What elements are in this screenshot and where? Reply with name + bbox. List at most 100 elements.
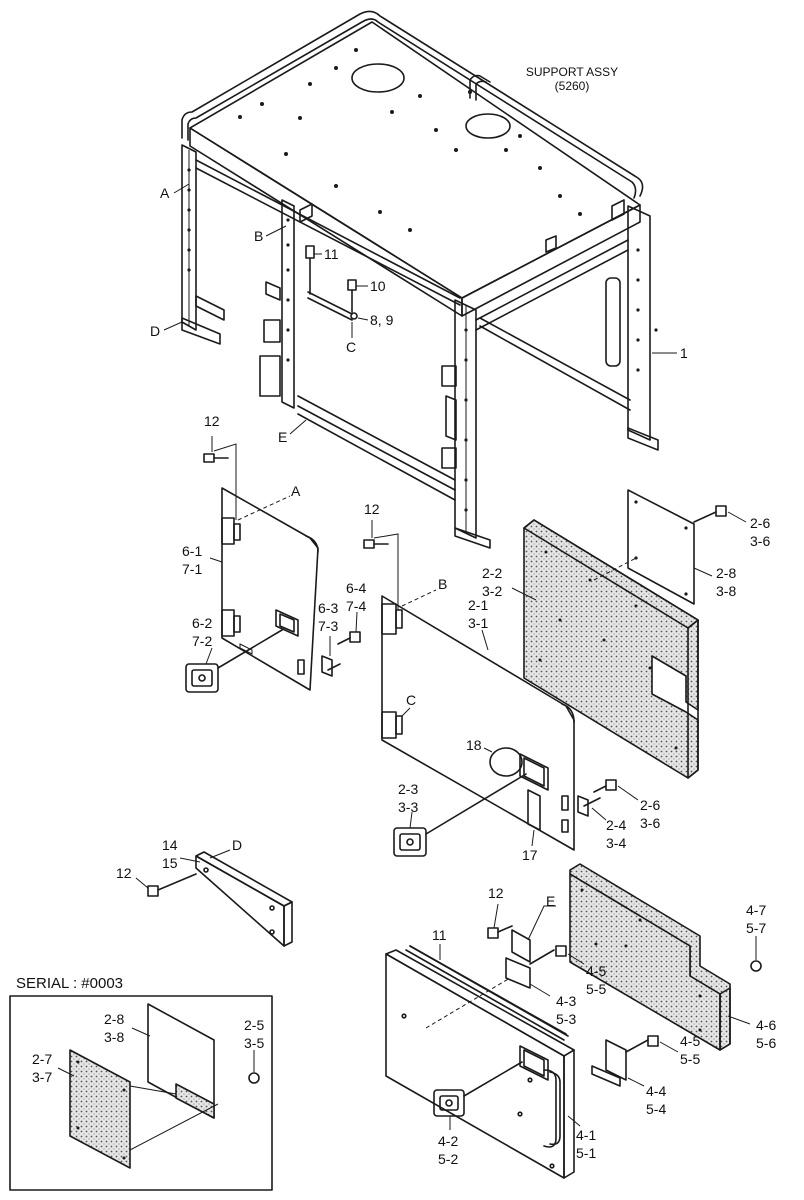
label-frame-1: 1 xyxy=(680,345,688,361)
label-17: 17 xyxy=(522,847,538,863)
label-door-C: C xyxy=(406,692,416,708)
assembly-title: SUPPORT ASSY xyxy=(526,65,618,79)
label-2-6-b: 2-6 xyxy=(640,797,660,813)
label-s-2-5: 2-5 xyxy=(244,1017,264,1033)
bracket-4-3 xyxy=(505,929,555,989)
label-2-3: 2-3 xyxy=(398,781,418,797)
screw-4-5-a xyxy=(555,945,567,957)
label-frame-E: E xyxy=(278,429,287,445)
latch-6-2 xyxy=(185,629,283,693)
catch-6-3 xyxy=(321,655,341,677)
label-s-2-7: 2-7 xyxy=(32,1051,52,1067)
label-14: 14 xyxy=(162,837,178,853)
nut-4-7 xyxy=(750,960,762,972)
label-4-4: 4-4 xyxy=(646,1083,666,1099)
foam-pad-2-2 xyxy=(523,519,699,779)
door-panel-4-1 xyxy=(385,945,575,1179)
label-4-3: 4-3 xyxy=(556,993,576,1009)
label-12-a: 12 xyxy=(204,413,220,429)
label-4-2: 4-2 xyxy=(438,1133,458,1149)
label-5-6: 5-6 xyxy=(756,1035,776,1051)
bolt-12-b xyxy=(363,520,399,610)
label-7-4: 7-4 xyxy=(346,598,366,614)
label-3-3: 3-3 xyxy=(398,799,418,815)
bracket-4-4 xyxy=(591,1039,649,1087)
catch-2-4 xyxy=(577,795,601,817)
serial-nut-2-5 xyxy=(248,1072,260,1084)
label-11: 11 xyxy=(432,927,447,943)
screw-2-6-a xyxy=(693,505,727,523)
label-5-1: 5-1 xyxy=(576,1145,596,1161)
latch-4-2 xyxy=(433,1061,523,1117)
screw-2-6-b xyxy=(593,779,617,793)
label-7-2: 7-2 xyxy=(192,633,212,649)
label-plate-D: D xyxy=(232,837,242,853)
support-frame xyxy=(181,10,659,549)
label-6-1: 6-1 xyxy=(182,543,202,559)
label-5-4: 5-4 xyxy=(646,1101,666,1117)
label-frame-D: D xyxy=(150,323,160,339)
label-s-2-8: 2-8 xyxy=(104,1011,124,1027)
screw-6-4 xyxy=(337,631,361,645)
serial-label: SERIAL : #0003 xyxy=(16,975,123,992)
label-4-6: 4-6 xyxy=(756,1017,776,1033)
label-frame-A: A xyxy=(160,185,170,201)
label-7-3: 7-3 xyxy=(318,618,338,634)
label-5-5-a: 5-5 xyxy=(586,981,606,997)
label-2-6-a: 2-6 xyxy=(750,515,770,531)
label-2-8: 2-8 xyxy=(716,565,736,581)
label-7-1: 7-1 xyxy=(182,561,202,577)
label-12-b: 12 xyxy=(364,501,380,517)
foam-pad-4-6 xyxy=(569,863,731,1051)
screw-4-5-b xyxy=(647,1035,659,1047)
label-s-3-5: 3-5 xyxy=(244,1035,264,1051)
label-3-6-a: 3-6 xyxy=(750,533,770,549)
label-frame-8-9: 8, 9 xyxy=(370,312,394,328)
label-6-2: 6-2 xyxy=(192,615,212,631)
label-6-4: 6-4 xyxy=(346,580,366,596)
label-5-2: 5-2 xyxy=(438,1151,458,1167)
label-s-3-8: 3-8 xyxy=(104,1029,124,1045)
label-12-c: 12 xyxy=(116,865,132,881)
door-panel-6-1 xyxy=(221,487,319,691)
label-5-7: 5-7 xyxy=(746,920,766,936)
frame-leaders xyxy=(163,183,677,435)
label-3-2: 3-2 xyxy=(482,583,502,599)
label-6-3: 6-3 xyxy=(318,600,338,616)
label-2-2: 2-2 xyxy=(482,565,502,581)
bolt-12-c xyxy=(147,873,197,897)
rod-11 xyxy=(409,945,567,1035)
serial-box xyxy=(9,995,273,1191)
label-4-1: 4-1 xyxy=(576,1127,596,1143)
label-frame-10: 10 xyxy=(370,278,386,294)
assembly-code: (5260) xyxy=(555,79,590,93)
door-panel-2-1 xyxy=(381,595,575,851)
label-12-d: 12 xyxy=(488,885,504,901)
label-15: 15 xyxy=(162,855,178,871)
plate-14 xyxy=(195,851,293,947)
label-5-5-b: 5-5 xyxy=(680,1051,700,1067)
label-frame-C: C xyxy=(346,339,356,355)
label-4-5-b: 4-5 xyxy=(680,1033,700,1049)
bolt-12-d xyxy=(487,903,513,939)
label-3-6-b: 3-6 xyxy=(640,815,660,831)
bolt-12-a xyxy=(203,436,237,520)
label-door-A: A xyxy=(291,483,301,499)
label-3-4: 3-4 xyxy=(606,835,626,851)
label-2-1: 2-1 xyxy=(468,597,488,613)
label-door-B: B xyxy=(438,576,447,592)
label-4-7: 4-7 xyxy=(746,902,766,918)
label-s-3-7: 3-7 xyxy=(32,1069,52,1085)
serial-foam-2-7 xyxy=(69,1049,131,1169)
label-frame-11: 11 xyxy=(324,246,339,262)
label-door-E: E xyxy=(546,893,555,909)
label-2-4: 2-4 xyxy=(606,817,626,833)
label-5-3: 5-3 xyxy=(556,1011,576,1027)
label-frame-B: B xyxy=(254,228,263,244)
label-3-8: 3-8 xyxy=(716,583,736,599)
label-3-1: 3-1 xyxy=(468,615,488,631)
label-18: 18 xyxy=(466,737,482,753)
serial-mesh-strip xyxy=(175,1083,215,1119)
